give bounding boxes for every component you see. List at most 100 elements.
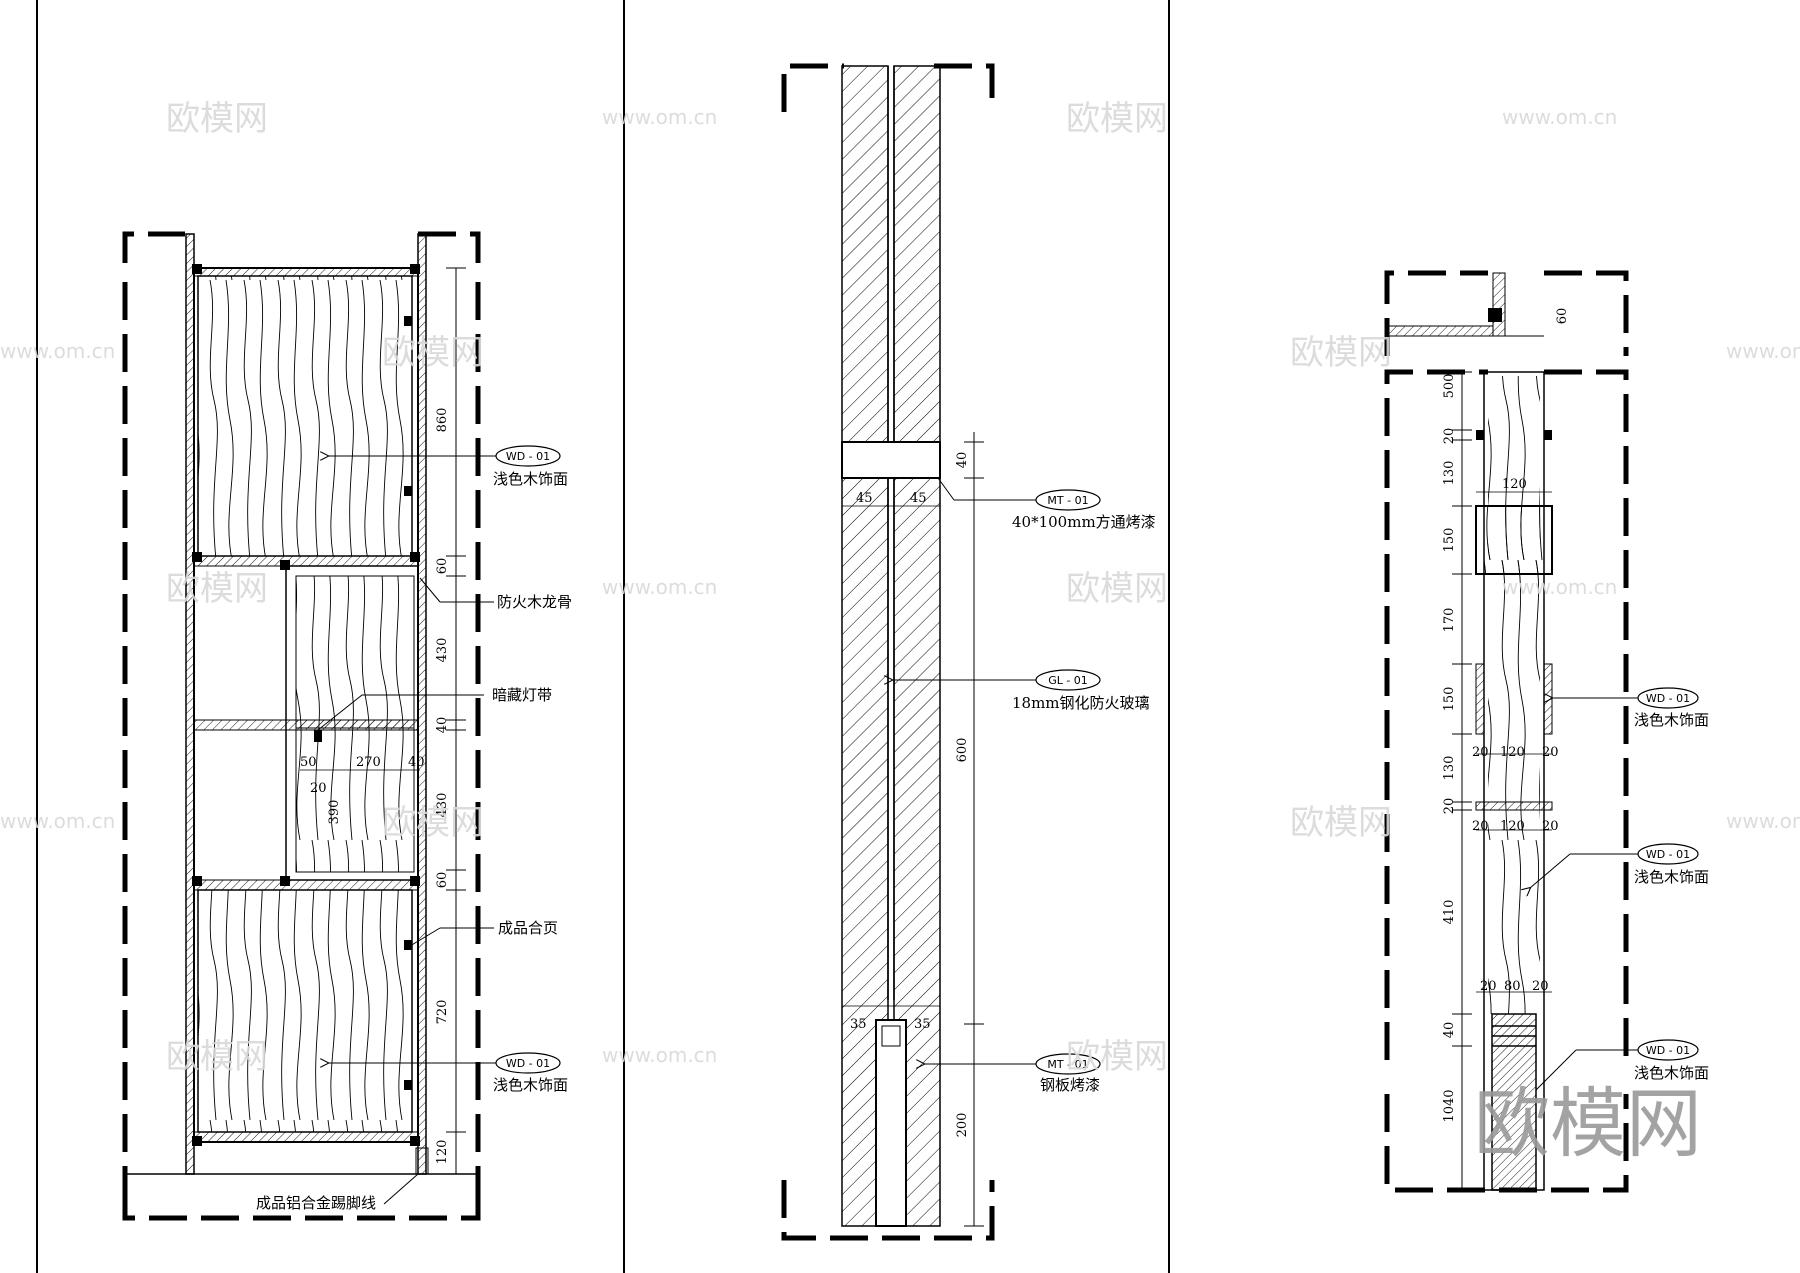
dim-mid-200: 200 — [955, 1113, 970, 1138]
dim-40b: 40 — [408, 755, 425, 770]
dim-r-150a: 150 — [1442, 528, 1457, 553]
label-wood-r1: 浅色木饰面 — [1634, 711, 1709, 729]
tag-wd01-r2-text: WD - 01 — [1646, 848, 1690, 861]
tag-mt01-top-text: MT - 01 — [1047, 494, 1088, 507]
label-wood-top: 浅色木饰面 — [493, 470, 568, 488]
dim-r-130b: 130 — [1442, 756, 1457, 781]
watermark-site-2: www.om.cn — [1502, 105, 1617, 129]
dim-50: 50 — [300, 755, 317, 770]
label-wood-r2: 浅色木饰面 — [1634, 868, 1709, 886]
watermark-site-7: www.om.cn — [0, 809, 115, 833]
watermark-brand-4: 欧模网 — [1290, 333, 1392, 373]
dim-r-410: 410 — [1442, 900, 1457, 925]
watermark-brand-9: 欧模网 — [166, 1037, 268, 1077]
dim-r-20h: 20 — [1532, 979, 1549, 994]
watermark-site-9: www.om.cn — [602, 1043, 717, 1067]
dim-mid-45a: 45 — [856, 491, 873, 506]
dim-60b: 60 — [435, 872, 450, 889]
watermark-brand-5: 欧模网 — [166, 569, 268, 609]
dim-r-170: 170 — [1442, 608, 1457, 633]
dim-r-120b: 120 — [1500, 745, 1525, 760]
tag-wd01-top — [495, 445, 561, 467]
dim-r-1040: 1040 — [1442, 1089, 1457, 1122]
watermark-layer: 欧模网 www.om.cn 欧模网 www.om.cn 欧模网 www.om.c… — [0, 99, 1800, 1168]
label-skirting: 成品铝合金踢脚线 — [256, 1194, 376, 1212]
dim-270: 270 — [356, 755, 381, 770]
label-fire-keel: 防火木龙骨 — [497, 593, 572, 611]
middle-section-panel: 40 600 200 45 45 35 35 MT - 01 40*100mm方… — [781, 63, 1156, 1241]
tag-gl01 — [1035, 669, 1101, 691]
watermark-brand-2: 欧模网 — [1066, 99, 1168, 139]
watermark-brand-6: 欧模网 — [1066, 569, 1168, 609]
dim-40: 40 — [435, 717, 450, 734]
tag-wd01-r1 — [1637, 687, 1699, 709]
tag-mt01-bottom — [1035, 1053, 1101, 1075]
steel-channel — [875, 1019, 907, 1227]
watermark-site-6: www.om.cn — [1502, 575, 1617, 599]
watermark-site-4: www.om.cn — [1726, 339, 1800, 363]
label-wood-r3: 浅色木饰面 — [1634, 1064, 1709, 1082]
watermark-corner-logo: 欧模网 — [1474, 1079, 1702, 1168]
dim-r-20b: 20 — [1472, 745, 1489, 760]
tag-mt01-top — [1035, 489, 1101, 511]
dim-r-150b: 150 — [1442, 687, 1457, 712]
tag-mt01-bottom-text: MT - 01 — [1047, 1058, 1088, 1071]
dim-mid-40: 40 — [955, 452, 970, 469]
tag-wd01-top-text: WD - 01 — [506, 450, 550, 463]
tag-wd01-r2 — [1637, 843, 1699, 865]
mid-break-frame — [781, 63, 995, 1241]
label-square-tube: 40*100mm方通烤漆 — [1012, 513, 1156, 531]
dim-430b: 430 — [435, 793, 450, 818]
dim-720: 720 — [435, 1000, 450, 1025]
watermark-brand-7: 欧模网 — [382, 803, 484, 843]
watermark-brand-1: 欧模网 — [166, 99, 268, 139]
watermark-brand-10: 欧模网 — [1066, 1037, 1168, 1077]
dim-r-20a: 20 — [1442, 428, 1457, 445]
dim-390: 390 — [327, 800, 342, 825]
dim-60a: 60 — [435, 558, 450, 575]
tag-wd01-bottom — [495, 1052, 561, 1074]
dim-r-120c: 120 — [1500, 819, 1525, 834]
dim-r-60: 60 — [1555, 308, 1570, 325]
dim-mid-45b: 45 — [910, 491, 927, 506]
tag-wd01-r3 — [1637, 1039, 1699, 1061]
left-elevation-panel: 860 60 430 40 430 60 720 120 50 270 40 2… — [122, 231, 572, 1221]
dim-860: 860 — [435, 408, 450, 433]
watermark-site-1: www.om.cn — [602, 105, 717, 129]
label-wood-bottom: 浅色木饰面 — [493, 1076, 568, 1094]
left-break-frame — [122, 231, 481, 1221]
dim-r-80: 80 — [1504, 979, 1521, 994]
right-section-panel: 500 20 130 150 170 150 130 20 410 40 104… — [1384, 270, 1709, 1193]
dim-120: 120 — [435, 1140, 450, 1165]
dim-r-20f: 20 — [1542, 819, 1559, 834]
dim-r-130a: 130 — [1442, 461, 1457, 486]
dim-430a: 430 — [435, 638, 450, 663]
dim-r-20e: 20 — [1472, 819, 1489, 834]
tag-wd01-r1-text: WD - 01 — [1646, 692, 1690, 705]
dim-mid-35a: 35 — [850, 1017, 867, 1032]
base-hatched-block — [1491, 1013, 1537, 1191]
tag-wd01-r3-text: WD - 01 — [1646, 1044, 1690, 1057]
watermark-brand-3: 欧模网 — [382, 333, 484, 373]
watermark-brand-8: 欧模网 — [1290, 803, 1392, 843]
dim-r-20g: 20 — [1480, 979, 1497, 994]
tag-wd01-bottom-text: WD - 01 — [506, 1057, 550, 1070]
label-hinge: 成品合页 — [498, 919, 558, 937]
watermark-site-8: www.om.cn — [1726, 809, 1800, 833]
dim-mid-35b: 35 — [914, 1017, 931, 1032]
dim-r-40: 40 — [1442, 1022, 1457, 1039]
dim-r-120a: 120 — [1502, 477, 1527, 492]
dim-20: 20 — [310, 781, 327, 796]
dim-mid-600: 600 — [955, 738, 970, 763]
top-door-panel — [197, 275, 413, 557]
watermark-site-5: www.om.cn — [602, 575, 717, 599]
watermark-site-3: www.om.cn — [0, 339, 115, 363]
square-tube — [841, 441, 941, 479]
dim-r-20c: 20 — [1542, 745, 1559, 760]
tag-gl01-text: GL - 01 — [1048, 674, 1088, 687]
dim-r-20d: 20 — [1442, 798, 1457, 815]
label-led-strip: 暗藏灯带 — [492, 686, 552, 704]
bottom-door-panel — [197, 889, 413, 1133]
dim-r-500: 500 — [1442, 374, 1457, 399]
